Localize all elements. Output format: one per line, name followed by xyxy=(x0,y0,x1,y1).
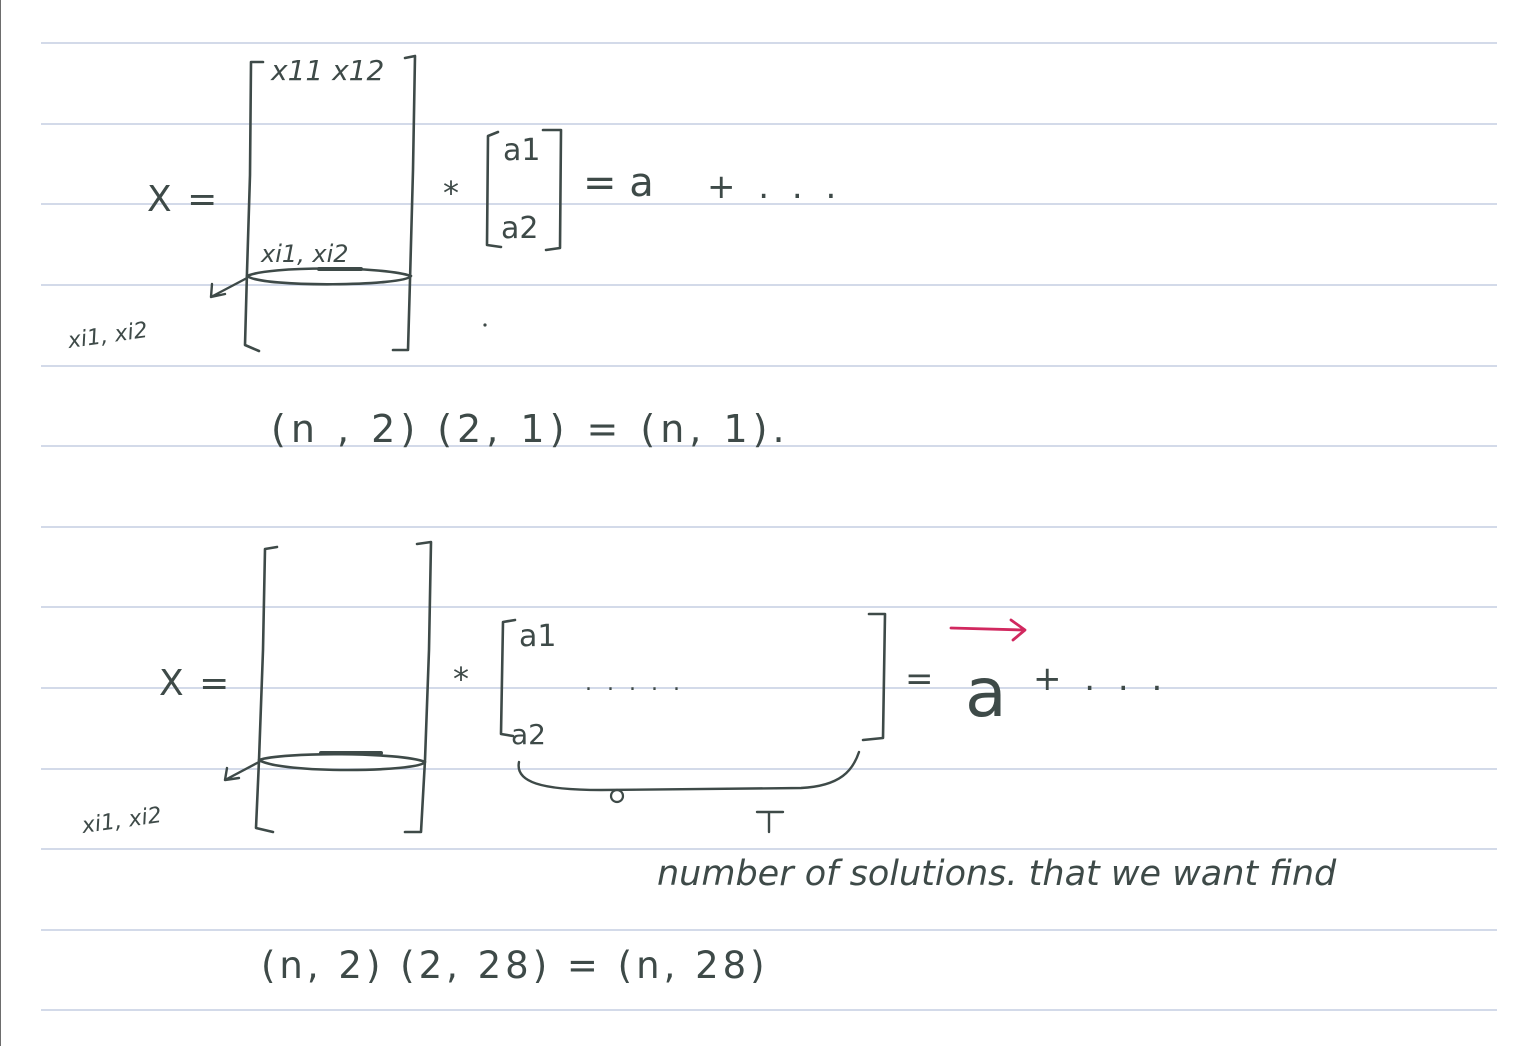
up-arrow-icon xyxy=(755,810,785,834)
eq1-rhs-tail: + . . . xyxy=(707,167,842,207)
eq2-matrix-right-bracket xyxy=(403,540,433,834)
eq2-underbrace xyxy=(517,750,861,792)
eq1-vector-right-bracket xyxy=(541,128,563,252)
eq2-shape-note: (n, 2) (2, 28) = (n, 28) xyxy=(261,944,769,987)
equation-1: X = x11 x12 xi1, xi2 xi1, xi2 * a1 a2 = … xyxy=(65,54,842,451)
eq2-row-callout: xi1, xi2 xyxy=(79,803,163,839)
eq1-matrix-top-entries: x11 x12 xyxy=(270,54,384,87)
eq2-vector-left-bracket xyxy=(499,618,517,738)
eq2-rhs-equals: = xyxy=(905,659,934,699)
eq2-vector-bottom: a2 xyxy=(511,718,546,751)
eq1-vector-bottom: a2 xyxy=(501,211,538,246)
eq1-row-callout: xi1, xi2 xyxy=(65,318,149,354)
eq2-operator: * xyxy=(453,660,469,698)
eq1-lhs: X = xyxy=(147,179,219,220)
eq1-callout-arrow xyxy=(209,276,249,299)
eq1-vector-top: a1 xyxy=(503,133,540,168)
vector-arrow-icon xyxy=(949,618,1027,642)
eq1-vector-left-bracket xyxy=(485,130,503,249)
eq2-vector-top: a1 xyxy=(519,619,556,654)
eq2-rhs-vector: a xyxy=(965,654,1007,733)
eq2-matrix-left-bracket xyxy=(254,545,279,834)
eq2-rhs-tail: + . . . xyxy=(1033,659,1168,699)
eq1-rhs: = a xyxy=(583,160,654,206)
eq2-callout-arrow xyxy=(223,760,261,782)
eq2-underbrace-tip xyxy=(609,788,625,804)
eq2-lhs: X = xyxy=(159,663,231,704)
eq2-brace-annotation: number of solutions. that we want find xyxy=(657,854,1337,894)
equation-2: X = xi1, xi2 * a1 . . . . . a2 number of… xyxy=(79,540,1337,987)
eq1-row-highlight xyxy=(245,267,413,286)
eq1-operator: * xyxy=(443,174,459,212)
eq1-shape-note: (n , 2) (2, 1) = (n, 1). xyxy=(271,407,790,451)
eq1-matrix-row-entries: xi1, xi2 xyxy=(260,240,349,268)
ruled-line-group xyxy=(41,42,1497,1011)
eq2-vector-right-bracket xyxy=(861,612,887,742)
eq1-matrix-left-bracket xyxy=(243,60,265,353)
eq2-row-highlight xyxy=(257,752,427,772)
eq2-vector-dots: . . . . . xyxy=(585,671,684,696)
stray-dot xyxy=(483,323,487,327)
eq1-matrix-right-bracket xyxy=(391,54,417,352)
